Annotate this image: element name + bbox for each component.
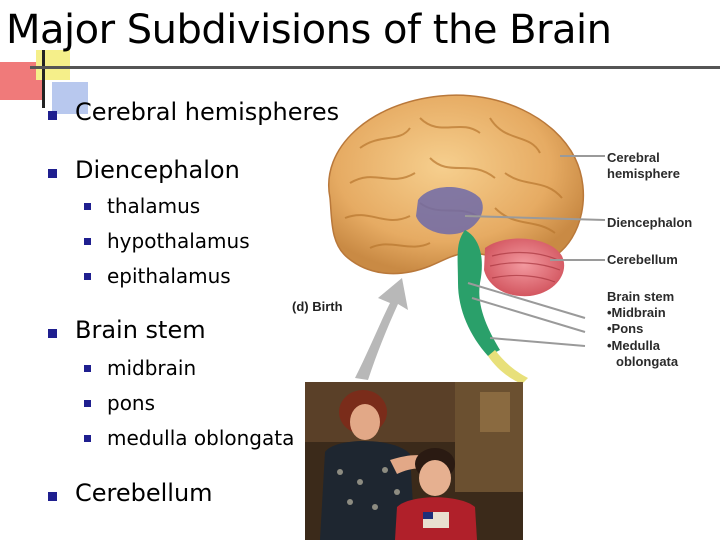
- brainstem-region: [457, 230, 500, 356]
- outline-subitem-pons: pons: [107, 391, 156, 415]
- label-hemisphere: hemisphere: [607, 166, 680, 181]
- decor-vertical-line: [42, 50, 45, 108]
- outline-item-brain-stem: Brain stem: [75, 316, 206, 344]
- outline-subitem-epithalamus: epithalamus: [107, 264, 231, 288]
- growth-arrow: [355, 278, 408, 380]
- bullet-3: [48, 329, 57, 338]
- sub-bullet: [84, 365, 91, 372]
- label-medulla: •Medulla: [607, 338, 660, 353]
- decor-horizontal-line: [30, 66, 720, 69]
- outline-item-cerebellum: Cerebellum: [75, 479, 213, 507]
- outline-subitem-medulla-oblongata: medulla oblongata: [107, 426, 295, 450]
- label-diencephalon: Diencephalon: [607, 215, 693, 230]
- cerebellum-region: [484, 238, 565, 297]
- outline-subitem-hypothalamus: hypothalamus: [107, 229, 250, 253]
- decor-yellow-square: [36, 50, 70, 80]
- sub-bullet: [84, 273, 91, 280]
- figure-caption: (d) Birth: [292, 299, 343, 314]
- photo-mother-and-son: [305, 382, 523, 540]
- label-cerebellum: Cerebellum: [607, 252, 678, 267]
- bullet-2: [48, 169, 57, 178]
- sub-bullet: [84, 238, 91, 245]
- outline-item-diencephalon: Diencephalon: [75, 156, 240, 184]
- page-title: Major Subdivisions of the Brain: [6, 7, 612, 53]
- label-cerebral: Cerebral: [607, 150, 660, 165]
- brain-illustration: [328, 94, 606, 384]
- label-pons: •Pons: [607, 321, 644, 336]
- bullet-4: [48, 492, 57, 501]
- label-midbrain: •Midbrain: [607, 305, 666, 320]
- outline-item-cerebral-hemispheres: Cerebral hemispheres: [75, 98, 340, 126]
- sub-bullet: [84, 203, 91, 210]
- sub-bullet: [84, 400, 91, 407]
- sub-bullet: [84, 435, 91, 442]
- decor-blue-square: [52, 82, 88, 114]
- bullet-1: [48, 111, 57, 120]
- woman-face: [350, 404, 380, 440]
- label-brain-stem: Brain stem: [607, 289, 675, 304]
- diencephalon-region: [416, 186, 483, 235]
- outline-subitem-midbrain: midbrain: [107, 356, 197, 380]
- man-face: [419, 460, 451, 496]
- label-oblongata: oblongata: [616, 354, 679, 369]
- outline-subitem-thalamus: thalamus: [107, 194, 201, 218]
- spinal-cord: [488, 350, 528, 384]
- woman-body: [320, 440, 415, 540]
